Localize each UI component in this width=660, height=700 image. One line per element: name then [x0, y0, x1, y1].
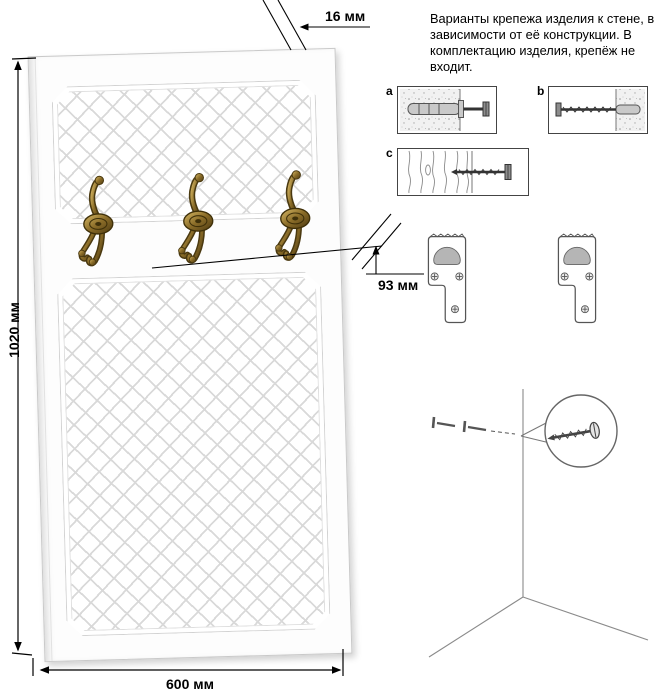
fastener-c-label: c	[386, 146, 393, 160]
fastener-a-label: a	[386, 84, 393, 98]
keyhole-bracket-icon	[554, 230, 600, 330]
loose-screw-icons	[431, 416, 516, 435]
height-dimension-label: 1020 мм	[6, 302, 22, 358]
coat-hook-icon	[168, 164, 229, 268]
coat-hook-icon	[68, 167, 129, 271]
fastener-b-label: b	[537, 84, 545, 98]
magnifier-screw-icon	[520, 394, 618, 468]
hook-offset-dimension-label: 93 мм	[378, 277, 419, 293]
wall-corner-illustration	[428, 389, 649, 658]
keyhole-bracket-icon	[424, 230, 470, 330]
screw-anchor-diagram	[548, 86, 648, 134]
wood-screw-diagram	[397, 148, 529, 196]
diamond-pattern	[62, 276, 326, 631]
panel-side-edge	[28, 57, 53, 662]
thickness-dimension-label: 16 мм	[325, 8, 366, 24]
fastener-option-c: c	[386, 146, 529, 201]
dowel-anchor-diagram	[397, 86, 497, 134]
fastener-option-a: a	[386, 84, 497, 139]
mounting-note: Варианты крепежа изделия к стене, в зави…	[430, 11, 655, 74]
fastener-option-b: b	[537, 84, 648, 139]
width-dimension-label: 600 мм	[166, 676, 214, 692]
coat-hook-icon	[265, 161, 326, 265]
coat-rack-panel	[27, 47, 353, 663]
panel-bottom-lattice	[57, 271, 331, 636]
